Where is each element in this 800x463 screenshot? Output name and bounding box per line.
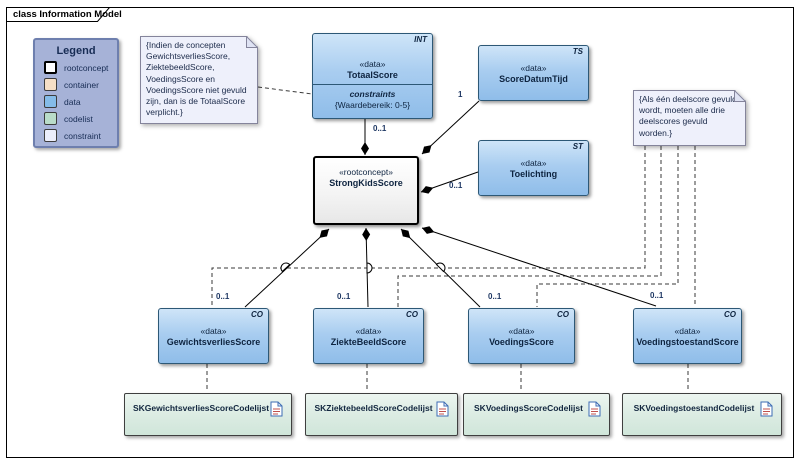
- codelist-skziektebeeldscorecodelijst[interactable]: SKZiektebeeldScoreCodelijst: [305, 393, 458, 436]
- document-icon: [760, 401, 773, 417]
- node-name: VoedingsScore: [489, 336, 554, 347]
- node-name: ZiekteBeeldScore: [330, 336, 407, 347]
- node-toelichting[interactable]: ST «data» Toelichting: [478, 140, 589, 196]
- rootconcept-swatch: [44, 61, 57, 74]
- codelist-skvoedingstoestandcodelijst[interactable]: SKVoedingstoestandCodelijst: [622, 393, 782, 436]
- constraint-swatch: [44, 129, 57, 142]
- note-text: {Indien de concepten GewichtsverliesScor…: [146, 40, 247, 118]
- container-swatch: [44, 78, 57, 91]
- data-swatch: [44, 95, 57, 108]
- legend-item-constraint: constraint: [44, 129, 117, 142]
- node-name: VoedingstoestandScore: [636, 336, 739, 347]
- codelist-skvoedingsscorecodelijst[interactable]: SKVoedingsScoreCodelijst: [463, 393, 610, 436]
- diagram-frame: [6, 7, 794, 458]
- codelist-swatch: [44, 112, 57, 125]
- datatype-label: TS: [572, 47, 583, 56]
- multiplicity-ziektebeeldscore: 0..1: [337, 292, 351, 301]
- legend-item-codelist: codelist: [44, 112, 117, 125]
- multiplicity-toelichting: 0..1: [449, 181, 463, 190]
- legend-title: Legend: [56, 45, 96, 57]
- diagram-title-tab: [6, 7, 111, 22]
- multiplicity-totaalscore: 0..1: [373, 124, 387, 133]
- datatype-label: ST: [572, 142, 583, 151]
- legend-item-data: data: [44, 95, 117, 108]
- node-header: «data» TotaalScore: [313, 34, 432, 85]
- codelist-skgewichtsverliesscorecodelijst[interactable]: SKGewichtsverliesScoreCodelijst: [124, 393, 292, 436]
- note-deelscore-constraint[interactable]: {Als één deelscore gevuld wordt, moeten …: [633, 90, 746, 146]
- document-icon: [270, 401, 283, 417]
- multiplicity-scoredatumtijd: 1: [458, 90, 463, 99]
- stereotype-label: «data»: [508, 325, 535, 336]
- codelist-label: SKVoedingstoestandCodelijst: [633, 403, 755, 413]
- legend-item-label: codelist: [64, 113, 93, 124]
- legend-item-rootconcept: rootconcept: [44, 61, 117, 74]
- note-body: {Indien de concepten GewichtsverliesScor…: [140, 36, 258, 124]
- stereotype-label: «data»: [359, 59, 386, 69]
- legend-item-label: rootconcept: [64, 62, 109, 73]
- node-strongkidsscore[interactable]: «rootconcept» StrongKidsScore: [313, 156, 419, 225]
- node-name: TotaalScore: [347, 70, 398, 80]
- stereotype-label: «data»: [520, 157, 547, 168]
- note-fold-corner: [246, 36, 258, 48]
- diagram-title: class Information Model: [13, 9, 122, 20]
- stereotype-label: «data»: [200, 325, 227, 336]
- datatype-label: CO: [406, 310, 418, 319]
- legend-item-label: container: [64, 79, 99, 90]
- multiplicity-voedingstoestandscore: 0..1: [650, 291, 664, 300]
- legend-item-container: container: [44, 78, 117, 91]
- stereotype-label: «data»: [674, 325, 701, 336]
- legend-panel: Legend rootconcept container data codeli…: [33, 38, 119, 148]
- node-name: StrongKidsScore: [329, 178, 403, 188]
- node-voedingstoestandscore[interactable]: CO «data» VoedingstoestandScore: [633, 308, 742, 364]
- legend-item-label: data: [64, 96, 81, 107]
- constraints-compartment: constraints {Waardebereik: 0-5}: [313, 85, 432, 110]
- codelist-label: SKGewichtsverliesScoreCodelijst: [133, 403, 270, 413]
- legend-item-label: constraint: [64, 130, 101, 141]
- node-name: Toelichting: [509, 168, 558, 179]
- node-name: ScoreDatumTijd: [499, 73, 568, 84]
- codelist-label: SKZiektebeeldScoreCodelijst: [314, 403, 433, 413]
- note-body: {Als één deelscore gevuld wordt, moeten …: [633, 90, 746, 146]
- datatype-label: INT: [414, 35, 427, 44]
- document-icon: [588, 401, 601, 417]
- datatype-label: CO: [251, 310, 263, 319]
- node-ziektebeeldscore[interactable]: CO «data» ZiekteBeeldScore: [313, 308, 424, 364]
- node-name: GewichtsverliesScore: [166, 336, 261, 347]
- node-totaalscore[interactable]: INT «data» TotaalScore constraints {Waar…: [312, 33, 433, 119]
- document-icon: [436, 401, 449, 417]
- node-voedingsscore[interactable]: CO «data» VoedingsScore: [468, 308, 575, 364]
- note-fold-corner: [734, 90, 746, 102]
- node-gewichtsverliesscore[interactable]: CO «data» GewichtsverliesScore: [158, 308, 269, 364]
- stereotype-label: «rootconcept»: [339, 167, 393, 177]
- multiplicity-gewichtsverliesscore: 0..1: [216, 292, 230, 301]
- note-totaalscore-constraint[interactable]: {Indien de concepten GewichtsverliesScor…: [140, 36, 258, 124]
- stereotype-label: «data»: [355, 325, 382, 336]
- datatype-label: CO: [557, 310, 569, 319]
- codelist-label: SKVoedingsScoreCodelijst: [474, 403, 583, 413]
- datatype-label: CO: [724, 310, 736, 319]
- multiplicity-voedingsscore: 0..1: [488, 292, 502, 301]
- constraint-value: {Waardebereik: 0-5}: [334, 100, 411, 110]
- note-text: {Als één deelscore gevuld wordt, moeten …: [639, 94, 737, 138]
- compartment-label: constraints: [349, 89, 396, 99]
- stereotype-label: «data»: [520, 62, 547, 73]
- node-scoredatumtijd[interactable]: TS «data» ScoreDatumTijd: [478, 45, 589, 101]
